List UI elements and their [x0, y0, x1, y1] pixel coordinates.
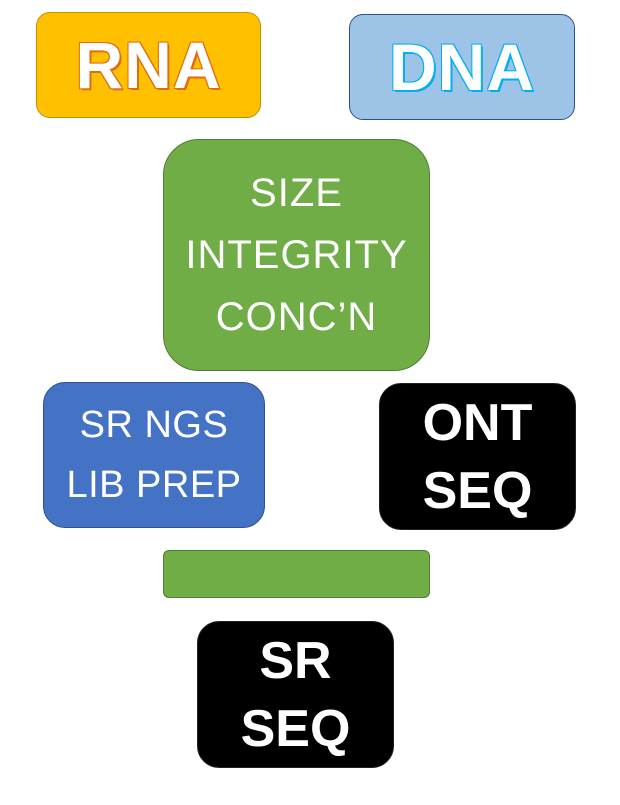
qc-concentration-label: CONC’N: [215, 295, 378, 339]
sr-seq-line2: SEQ: [240, 699, 351, 758]
rna-box: RNA: [36, 12, 261, 118]
ont-seq-box: ONT SEQ: [379, 383, 576, 530]
qc-box: SIZE INTEGRITY CONC’N: [163, 139, 430, 371]
ont-seq-line2: SEQ: [422, 461, 533, 520]
sr-lib-prep-line1: SR NGS: [79, 404, 229, 446]
sr-lib-prep-box: SR NGS LIB PREP: [43, 382, 265, 528]
qc-size-label: SIZE: [250, 171, 343, 215]
qc-integrity-label: INTEGRITY: [185, 233, 408, 277]
sr-lib-prep-line2: LIB PREP: [66, 464, 242, 506]
dna-box: DNA: [349, 14, 575, 120]
rna-label: RNA: [75, 28, 222, 102]
green-bar: [163, 550, 430, 598]
sr-seq-box: SR SEQ: [197, 621, 394, 768]
dna-label: DNA: [389, 30, 535, 104]
ont-seq-line1: ONT: [422, 393, 533, 452]
sr-seq-line1: SR: [259, 631, 332, 690]
